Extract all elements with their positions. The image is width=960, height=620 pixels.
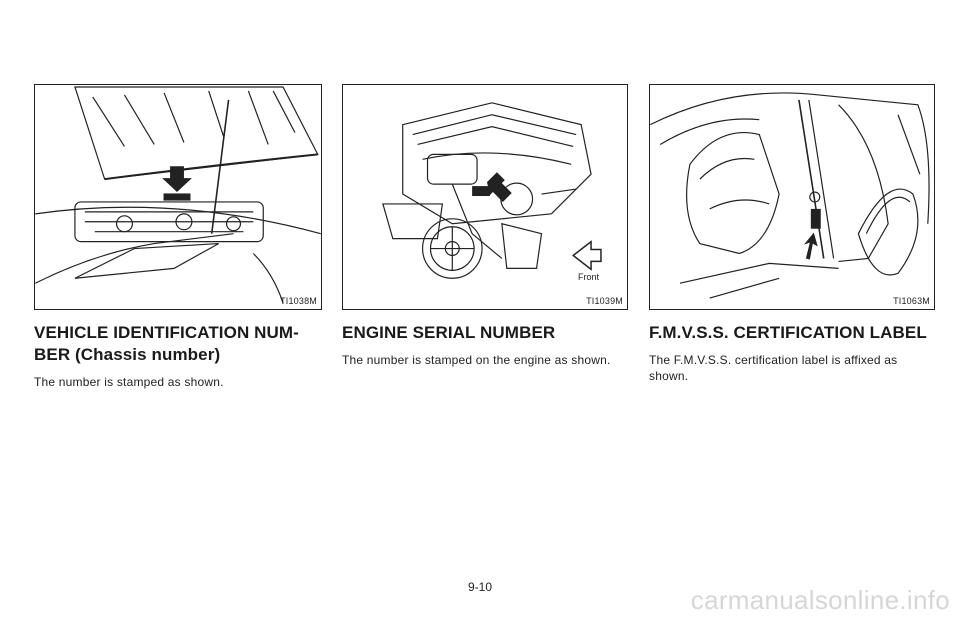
section-heading: F.M.V.S.S. CERTIFICATION LABEL: [649, 323, 927, 342]
engine-bay-illustration: [35, 86, 321, 304]
page-number: 9-10: [467, 580, 493, 594]
figure-engine-serial: Front TI1039M: [342, 84, 628, 310]
figure-certification-label: TI1063M: [649, 84, 935, 310]
front-label: Front: [578, 272, 600, 282]
watermark: carmanualsonline.info: [690, 585, 950, 615]
section-certification-label: F.M.V.S.S. CERTIFICATION LABEL The F.M.V…: [649, 322, 939, 384]
section-engine-serial: ENGINE SERIAL NUMBER The number is stamp…: [342, 322, 632, 368]
section-heading: VEHICLE IDENTIFICATION NUM-BER (Chassis …: [34, 323, 299, 364]
section-heading: ENGINE SERIAL NUMBER: [342, 323, 556, 342]
engine-illustration: [382, 102, 602, 279]
section-body: The number is stamped as shown.: [34, 375, 224, 389]
figure-code: TI1063M: [893, 296, 930, 306]
section-vehicle-id: VEHICLE IDENTIFICATION NUM-BER (Chassis …: [34, 322, 324, 390]
section-body: The F.M.V.S.S. certification label is af…: [649, 353, 898, 383]
section-body: The number is stamped on the engine as s…: [342, 353, 611, 367]
figure-code: TI1039M: [586, 296, 623, 306]
figure-code: TI1038M: [280, 296, 317, 306]
figure-vehicle-id: TI1038M: [34, 84, 322, 310]
door-pillar-illustration: [650, 92, 930, 299]
